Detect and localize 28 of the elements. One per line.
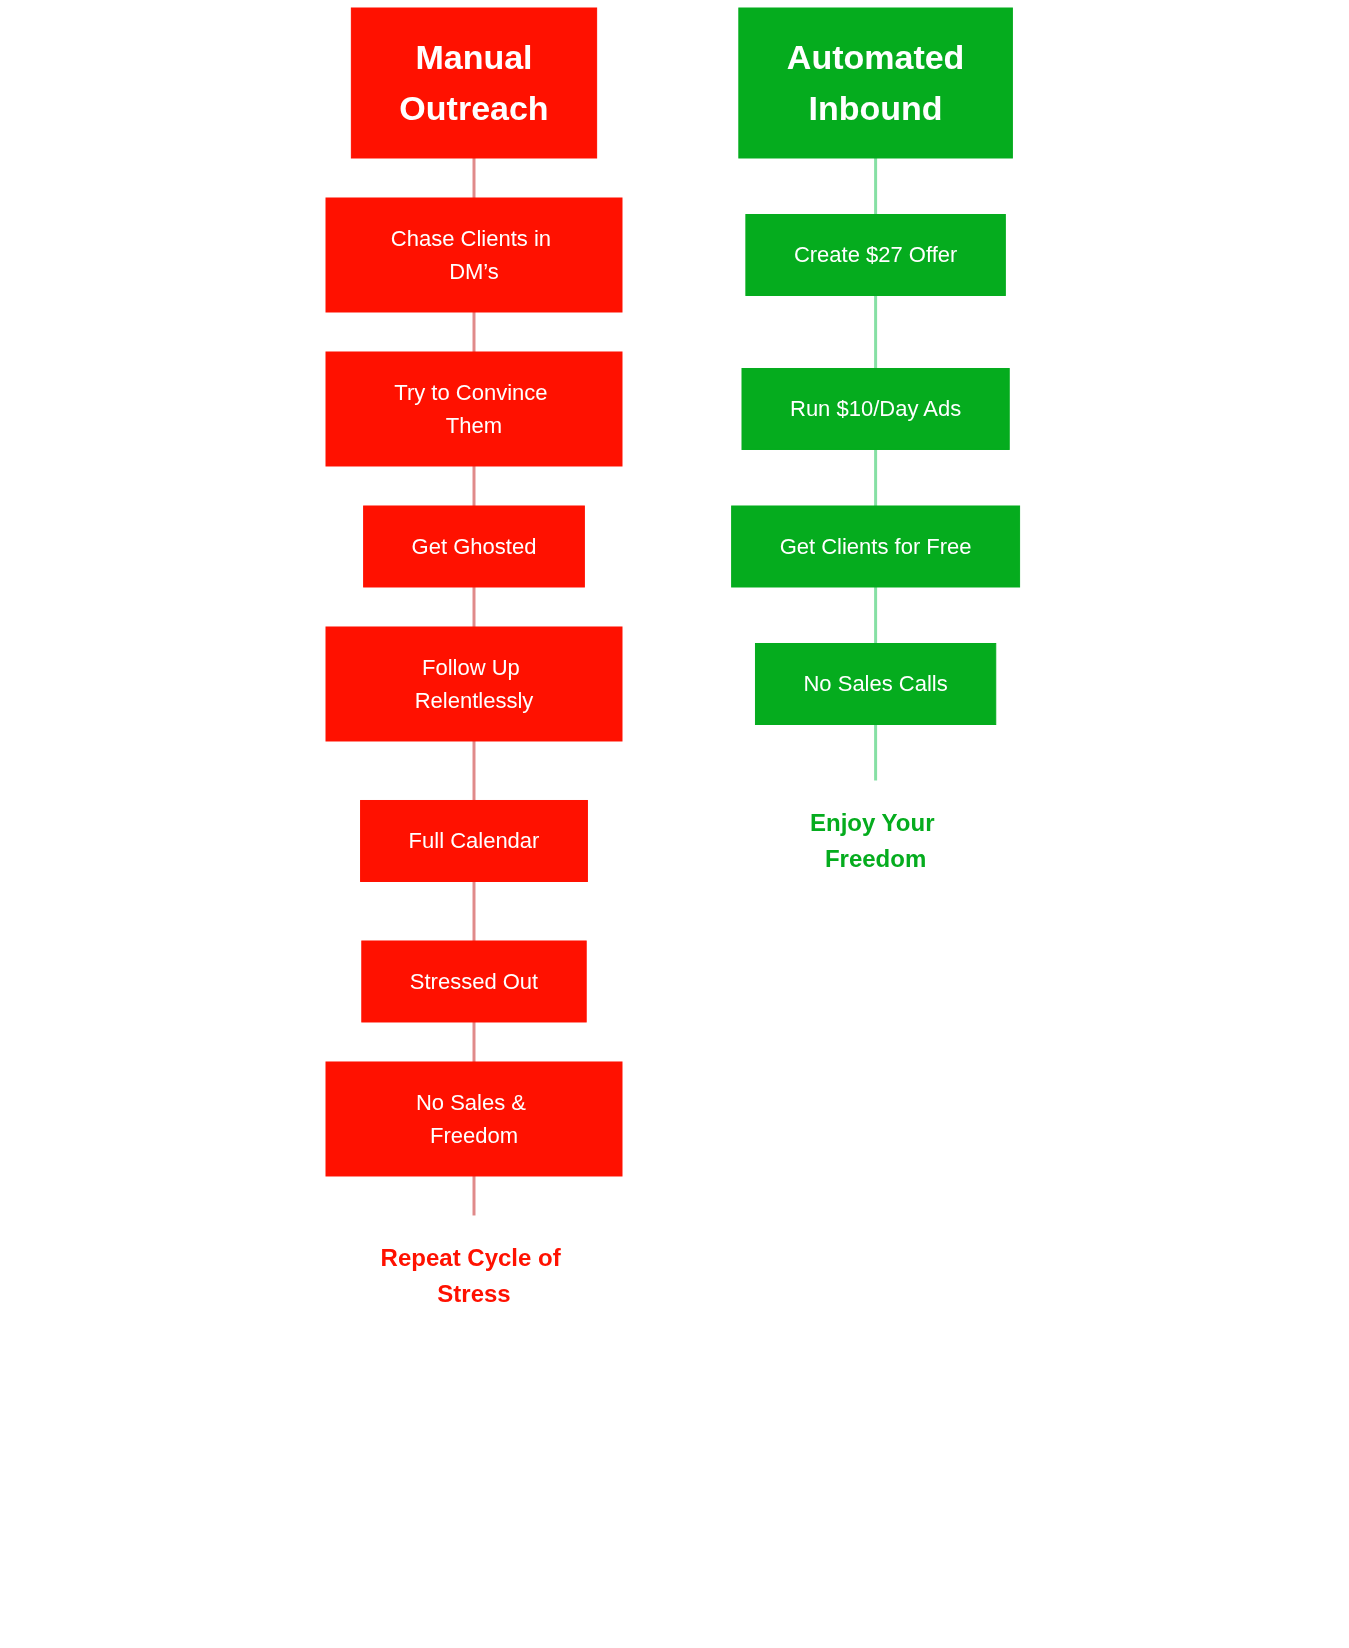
node-box: No Sales & Freedom [325, 1061, 623, 1177]
connector [472, 1176, 476, 1216]
connector [472, 466, 476, 506]
node-box: Follow Up Relentlessly [325, 626, 623, 742]
node-box: Full Calendar [359, 800, 588, 882]
node-box: Create $27 Offer [745, 214, 1006, 296]
node-box: Try to Convince Them [325, 351, 623, 467]
connector [873, 587, 877, 644]
node-text: Enjoy Your Freedom [809, 808, 935, 872]
connector [472, 312, 476, 352]
node-box: No Sales Calls [754, 643, 996, 725]
node-box: Stressed Out [361, 940, 587, 1023]
connector [472, 587, 476, 627]
node-text: Repeat Cycle of Stress [380, 1243, 561, 1307]
node-box: Automated Inbound [738, 7, 1013, 159]
connector [472, 1022, 476, 1062]
connector [472, 158, 476, 198]
connector [472, 881, 476, 941]
connector [472, 741, 476, 801]
node-box: Run $10/Day Ads [741, 368, 1010, 450]
connector [873, 158, 877, 215]
node-box: Manual Outreach [350, 7, 597, 159]
connector [873, 724, 877, 781]
connector [873, 449, 877, 506]
node-box: Chase Clients in DM’s [325, 197, 623, 313]
node-box: Get Clients for Free [730, 505, 1020, 588]
node-box: Get Ghosted [362, 505, 585, 588]
connector [873, 295, 877, 369]
